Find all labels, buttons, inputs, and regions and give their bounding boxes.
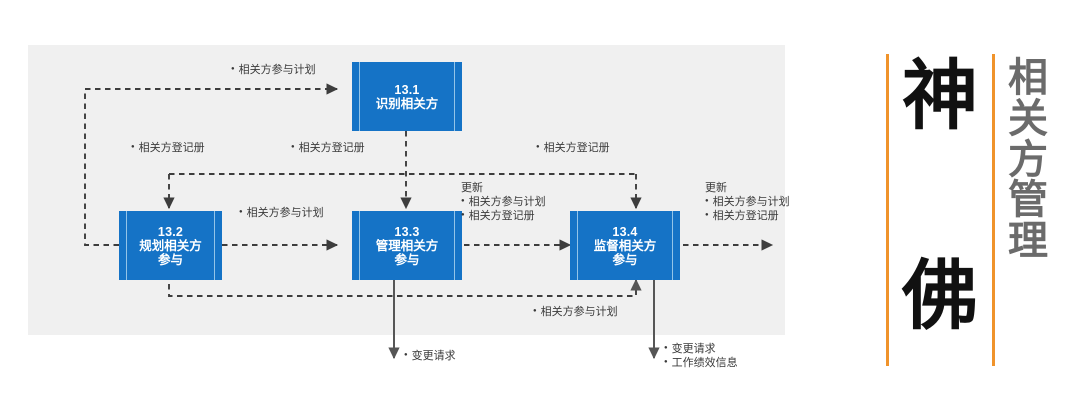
label-update-item-1: 相关方参与计划 bbox=[461, 195, 546, 209]
label-update-item-1: 相关方参与计划 bbox=[705, 195, 790, 209]
process-box-13-3[interactable]: 13.3 管理相关方 参与 bbox=[352, 211, 462, 280]
accent-rule-left bbox=[886, 54, 889, 366]
process-title-line1: 规划相关方 bbox=[139, 238, 202, 253]
label-register-left: 相关方登记册 bbox=[131, 141, 205, 155]
label-update-item-2: 相关方登记册 bbox=[705, 209, 790, 223]
brand-mark-top: 神 bbox=[902, 51, 978, 140]
accent-rule-mid bbox=[992, 54, 995, 366]
caption-char-3: 方 bbox=[1008, 136, 1048, 183]
label-feedback-plan: 相关方参与计划 bbox=[533, 305, 618, 319]
process-box-13-2[interactable]: 13.2 规划相关方 参与 bbox=[119, 211, 222, 280]
caption-panel: 神 佛 相 关 方 管 理 bbox=[880, 40, 1070, 380]
label-update-heading: 更新 bbox=[461, 182, 483, 194]
process-title-line2: 参与 bbox=[612, 252, 638, 267]
caption-char-5: 理 bbox=[1008, 218, 1048, 265]
brand-mark-bottom: 佛 bbox=[902, 251, 978, 340]
label-work-performance-info: 工作绩效信息 bbox=[664, 356, 738, 370]
label-update-block-right: 更新 相关方参与计划 相关方登记册 bbox=[705, 181, 790, 223]
caption-char-1: 相 bbox=[1008, 55, 1048, 101]
label-register-right: 相关方登记册 bbox=[536, 141, 610, 155]
process-title-line2: 参与 bbox=[394, 252, 420, 267]
wire-feedback-loop bbox=[168, 274, 637, 297]
process-title-line1: 管理相关方 bbox=[375, 238, 439, 253]
process-box-13-4[interactable]: 13.4 监督相关方 参与 bbox=[570, 211, 680, 280]
process-number: 13.2 bbox=[157, 224, 184, 239]
label-update-block-mid: 更新 相关方参与计划 相关方登记册 bbox=[461, 181, 546, 223]
caption-title-vertical: 相 关 方 管 理 bbox=[1008, 58, 1048, 262]
label-register-mid: 相关方登记册 bbox=[291, 141, 365, 155]
label-change-request-right: 变更请求 bbox=[664, 342, 738, 356]
process-number: 13.4 bbox=[612, 224, 638, 239]
label-change-request-mid: 变更请求 bbox=[404, 349, 456, 363]
process-box-13-1[interactable]: 13.1 识别相关方 bbox=[352, 62, 462, 131]
process-number: 13.1 bbox=[394, 82, 420, 97]
caption-char-4: 管 bbox=[1008, 177, 1048, 224]
process-number: 13.3 bbox=[394, 224, 420, 239]
label-update-heading: 更新 bbox=[705, 182, 727, 194]
label-plan-13-2-output: 相关方参与计划 bbox=[239, 206, 324, 220]
label-update-item-2: 相关方登记册 bbox=[461, 209, 546, 223]
process-title-line2: 参与 bbox=[157, 252, 183, 267]
caption-char-2: 关 bbox=[1008, 95, 1048, 142]
label-plan-to-identify: 相关方参与计划 bbox=[231, 63, 316, 77]
label-outputs-right: 变更请求 工作绩效信息 bbox=[664, 342, 738, 370]
process-title-line1: 监督相关方 bbox=[593, 238, 657, 253]
process-title: 识别相关方 bbox=[375, 96, 439, 111]
wire-plan-to-identify bbox=[84, 83, 339, 246]
